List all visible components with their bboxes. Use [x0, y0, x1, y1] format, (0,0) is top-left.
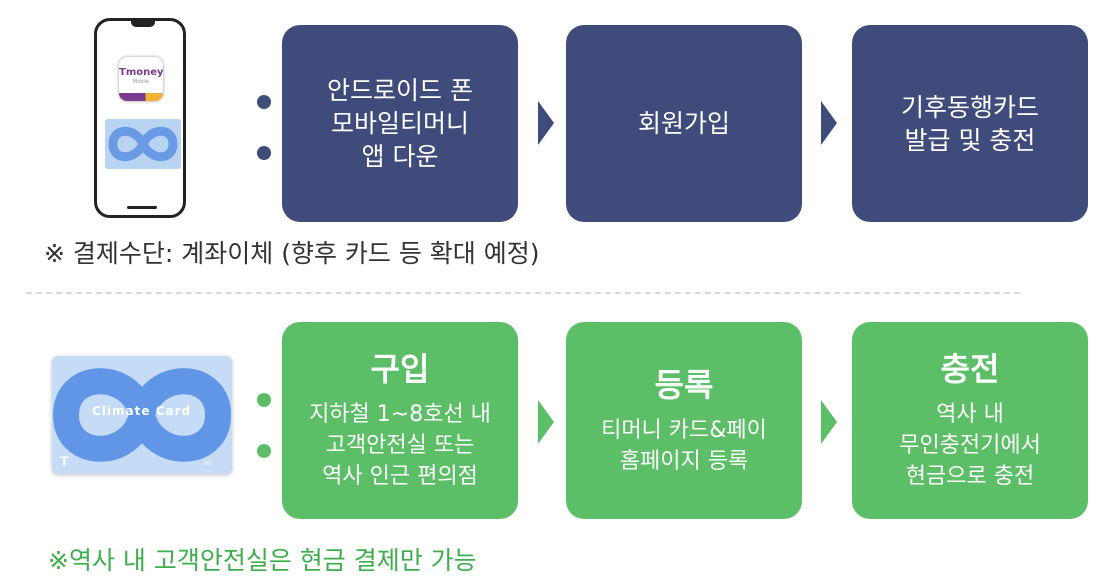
bullet-dot-icon	[257, 146, 271, 160]
phone-icon: Tmoney Mobile	[94, 18, 186, 218]
step-box-issue-charge: 기후동행카드 발급 및 충전	[852, 25, 1088, 222]
bullet-dot-icon	[257, 444, 271, 458]
step-text: 안드로이드 폰 모바일티머니 앱 다운	[327, 76, 473, 171]
step-body: 티머니 카드&페이 홈페이지 등록	[601, 417, 767, 474]
climate-card-icon: T ∞ Climate Card	[52, 356, 232, 474]
svg-text:∞: ∞	[204, 458, 211, 469]
step-body: 지하철 1~8호선 내 고객안전실 또는 역사 인근 편의점	[309, 402, 491, 489]
cash-only-note: ※역사 내 고객안전실은 현금 결제만 가능	[48, 546, 477, 575]
phone-homebar	[127, 206, 157, 209]
bullet-dot-icon	[257, 393, 271, 407]
step-box-purchase: 구입 지하철 1~8호선 내 고객안전실 또는 역사 인근 편의점	[282, 322, 518, 519]
tmoney-app-sub: Mobile	[132, 79, 150, 85]
section-divider	[26, 292, 1020, 294]
tmoney-app-icon: Tmoney Mobile	[119, 57, 163, 101]
step-box-app-download: 안드로이드 폰 모바일티머니 앱 다운	[282, 25, 518, 222]
arrow-right-icon	[821, 400, 837, 444]
bullet-dot-icon	[257, 95, 271, 109]
step-text: 회원가입	[637, 109, 730, 138]
step-box-charge: 충전 역사 내 무인충전기에서 현금으로 충전	[852, 322, 1088, 519]
step-title: 등록	[654, 365, 714, 404]
arrow-right-icon	[538, 400, 554, 444]
step-text: 기후동행카드 발급 및 충전	[900, 92, 1039, 155]
arrow-right-icon	[821, 101, 837, 145]
svg-text:T: T	[60, 453, 69, 469]
phone-notch	[131, 21, 155, 27]
payment-note: ※ 결제수단: 계좌이체 (향후 카드 등 확대 예정)	[44, 239, 540, 268]
tmoney-app-name: Tmoney	[119, 67, 163, 78]
arrow-right-icon	[538, 101, 554, 145]
card-title: Climate Card	[92, 404, 192, 418]
step-box-signup: 회원가입	[566, 25, 802, 222]
step-body: 역사 내 무인충전기에서 현금으로 충전	[899, 402, 1041, 489]
step-box-register: 등록 티머니 카드&페이 홈페이지 등록	[566, 322, 802, 519]
mini-climate-card-icon	[105, 119, 181, 169]
step-title: 충전	[940, 350, 1000, 388]
step-title: 구입	[370, 350, 430, 388]
tmoney-stripe	[119, 93, 163, 101]
